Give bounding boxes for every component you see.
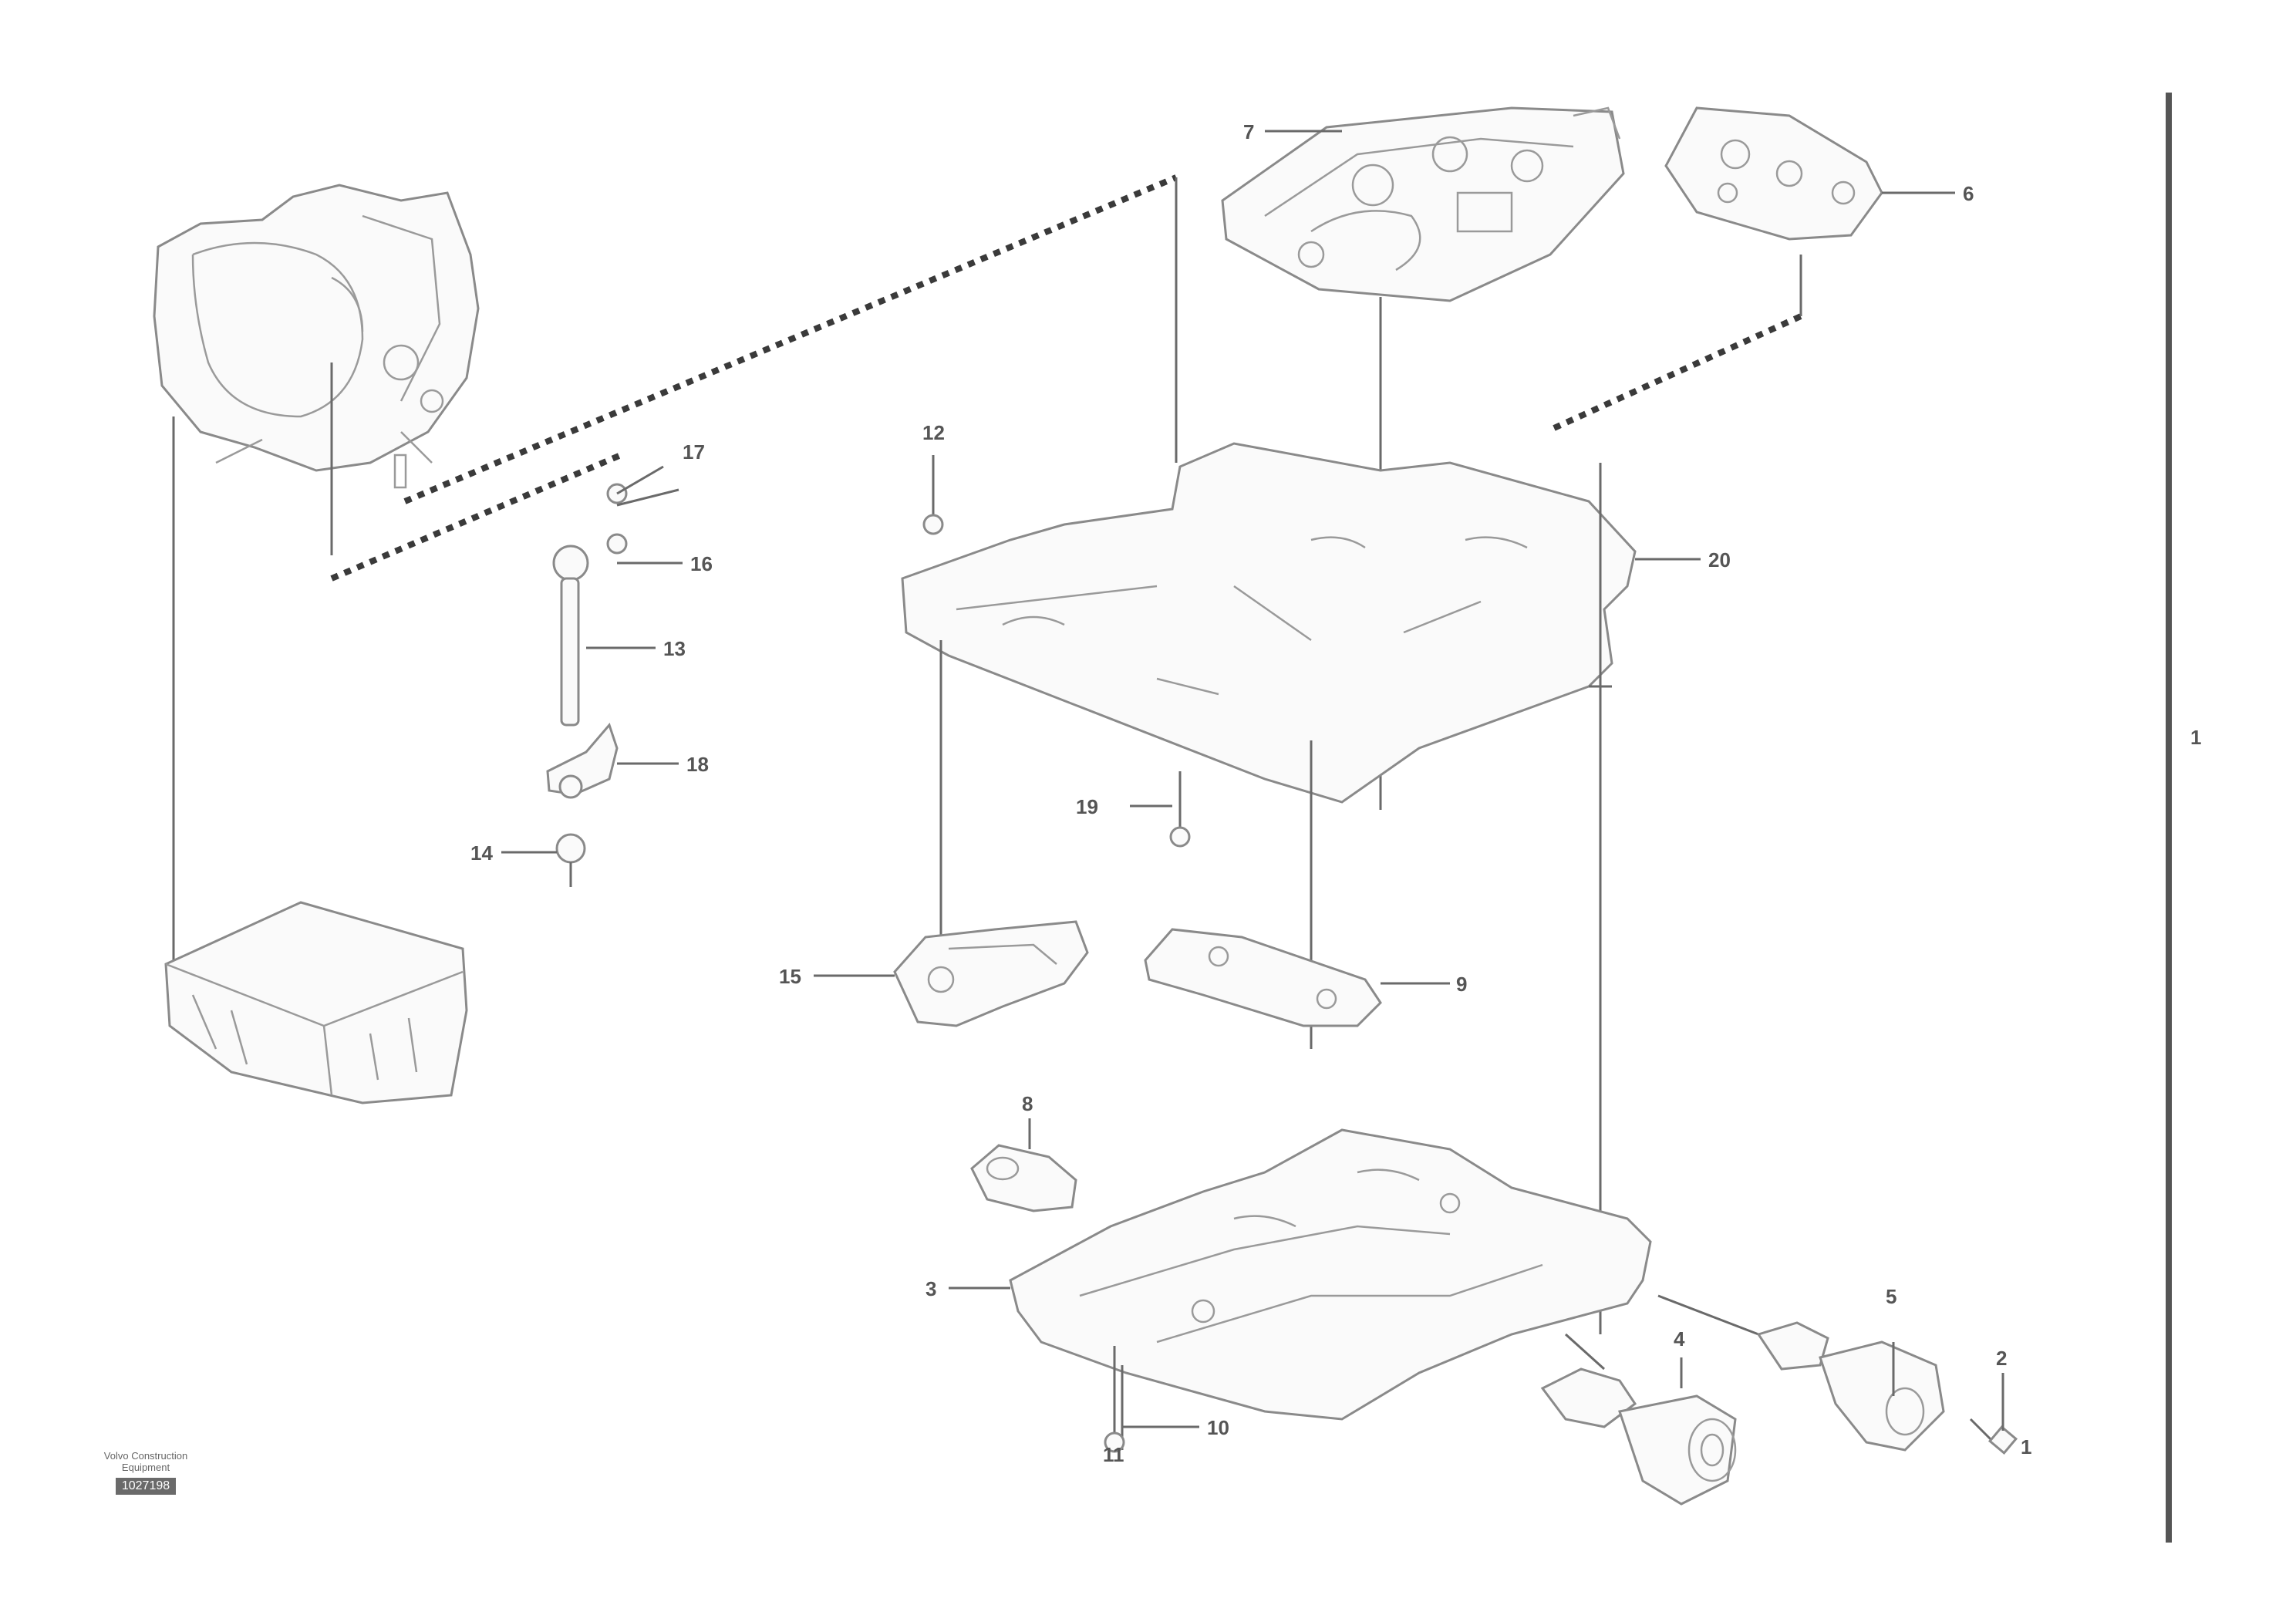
callout-5: 5: [1886, 1285, 1896, 1308]
callout-7: 7: [1243, 120, 1254, 143]
callout-labels: 7 6 20 12 17 16 13 18 14 19 15 9 8 3 10 …: [470, 120, 2031, 1466]
callout-9: 9: [1456, 973, 1467, 996]
callout-19: 19: [1076, 795, 1098, 818]
valve-body-main-icon: [1009, 1128, 1652, 1450]
callout-leaders: [501, 130, 1955, 1428]
callout-15: 15: [779, 965, 801, 988]
filter-icon: [970, 1144, 1077, 1212]
footer-credit: Volvo Construction Equipment 1027198: [65, 1450, 227, 1495]
pressure-sensor-icon: [1657, 1294, 1945, 1452]
assembly-guide-line: [330, 452, 622, 582]
assembly-guide-line: [403, 174, 1178, 504]
pressure-plate-icon: [1664, 106, 1883, 241]
bolt-icon: [1969, 1373, 2018, 1455]
bolt-12-icon: [922, 455, 944, 535]
callout-2: 2: [1996, 1347, 2007, 1370]
callout-1: 1: [2021, 1435, 2031, 1458]
callout-8: 8: [1022, 1092, 1033, 1115]
callout-12: 12: [922, 421, 945, 444]
callout-20: 20: [1708, 548, 1731, 572]
pipe-assembly-icon: [546, 465, 679, 887]
gasket-plate-icon: [1144, 928, 1382, 1027]
callout-14: 14: [470, 841, 493, 865]
callout-3: 3: [925, 1277, 936, 1300]
footer-reference-number: 1027198: [115, 1478, 177, 1495]
callout-11: 11: [1103, 1443, 1124, 1466]
oil-pan-icon: [164, 901, 468, 1104]
assembly-guide-line: [1553, 313, 1802, 431]
gearbox-housing-icon: [153, 184, 480, 555]
bolt-10-icon: [1169, 771, 1191, 848]
callout-17: 17: [683, 440, 705, 464]
callout-6-top: 6: [1963, 182, 1974, 205]
callout-13: 13: [663, 637, 686, 660]
sensor-bracket-icon: [893, 920, 1089, 1027]
footer-company: Volvo Construction: [103, 1450, 188, 1462]
intermediate-plate-icon: [901, 442, 1637, 1334]
callout-16: 16: [690, 552, 713, 575]
solenoid-valve-icon: [1540, 1333, 1737, 1506]
callout-4: 4: [1674, 1327, 1685, 1351]
bolt-set-icon: [1104, 1346, 1125, 1453]
callout-10: 10: [1207, 1416, 1229, 1439]
footer-company-line2: Equipment: [121, 1462, 170, 1473]
callout-18: 18: [686, 753, 709, 776]
side-assembly-label: 1: [2190, 726, 2201, 749]
